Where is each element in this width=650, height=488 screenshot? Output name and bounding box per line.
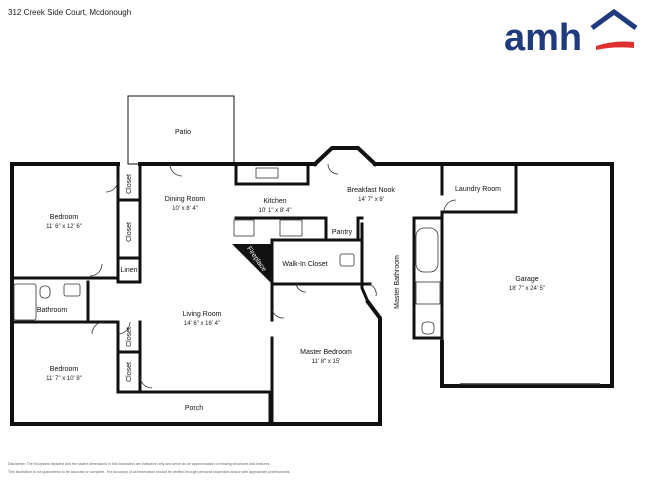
walk-in-closet-label: Walk-In Closet	[282, 261, 327, 268]
door-swing	[89, 163, 457, 389]
bathtub-master-icon	[415, 227, 439, 273]
master-bedroom-dims: 11' 8" x 15'	[312, 359, 341, 365]
fireplace-icon	[232, 244, 272, 284]
laundry-room-label: Laundry Room	[455, 186, 501, 193]
amh-logo: amh	[504, 8, 638, 56]
master-sink-icon	[339, 253, 355, 267]
bathroom-label: Bathroom	[37, 307, 68, 314]
dining-room-label: Dining Room	[165, 196, 206, 203]
outer-walls	[10, 146, 614, 426]
disclaimer-line-2: This illustration is not guaranteed to b…	[8, 470, 291, 474]
closet-c-label: Closet	[126, 327, 133, 347]
bedroom-2-dims: 11' 7" x 10' 8"	[46, 376, 82, 382]
breakfast-nook-label: Breakfast Nook	[347, 187, 395, 194]
kitchen-sink-icon	[255, 167, 279, 179]
garage-label: Garage	[515, 276, 538, 283]
kitchen-dims: 10' 1" x 8' 4"	[259, 208, 292, 214]
logo-text: amh	[504, 17, 582, 56]
patio-label: Patio	[175, 129, 191, 136]
kitchen-label: Kitchen	[263, 198, 286, 205]
breakfast-nook-dims: 14' 7" x 8'	[358, 197, 384, 203]
sink-icon	[63, 283, 81, 297]
master-bedroom-label: Master Bedroom	[300, 349, 352, 356]
property-address: 312 Creek Side Court, Mcdonough	[8, 8, 132, 17]
logo-swoosh-icon	[596, 41, 634, 50]
porch-label: Porch	[185, 405, 203, 412]
living-room-dims: 14' 6" x 16' 4"	[184, 321, 220, 327]
bedroom-2-label: Bedroom	[50, 366, 79, 373]
closet-a-label: Closet	[126, 174, 133, 194]
shower-icon	[415, 281, 441, 305]
bathtub-icon	[13, 283, 37, 321]
bedroom-1-dims: 11' 6" x 12' 6"	[46, 224, 82, 230]
stove-icon	[279, 219, 303, 237]
pantry-label: Pantry	[332, 229, 353, 236]
linen-label: Linen	[120, 267, 137, 274]
toilet-master-icon	[421, 321, 435, 335]
garage-dims: 18' 7" x 24' 5"	[509, 286, 545, 292]
logo-roof-icon	[590, 8, 638, 31]
closet-d-label: Closet	[126, 362, 133, 382]
disclaimer-line-1: Disclaimer: The floorplans depicted and …	[8, 462, 271, 466]
master-bathroom-label: Master Bathroom	[394, 255, 401, 309]
closet-b-label: Closet	[126, 222, 133, 242]
dining-room-dims: 10' x 8' 4"	[172, 206, 198, 212]
toilet-icon	[39, 285, 51, 299]
living-room-label: Living Room	[183, 311, 222, 318]
dishwasher-icon	[233, 219, 255, 237]
bedroom-1-label: Bedroom	[50, 214, 79, 221]
